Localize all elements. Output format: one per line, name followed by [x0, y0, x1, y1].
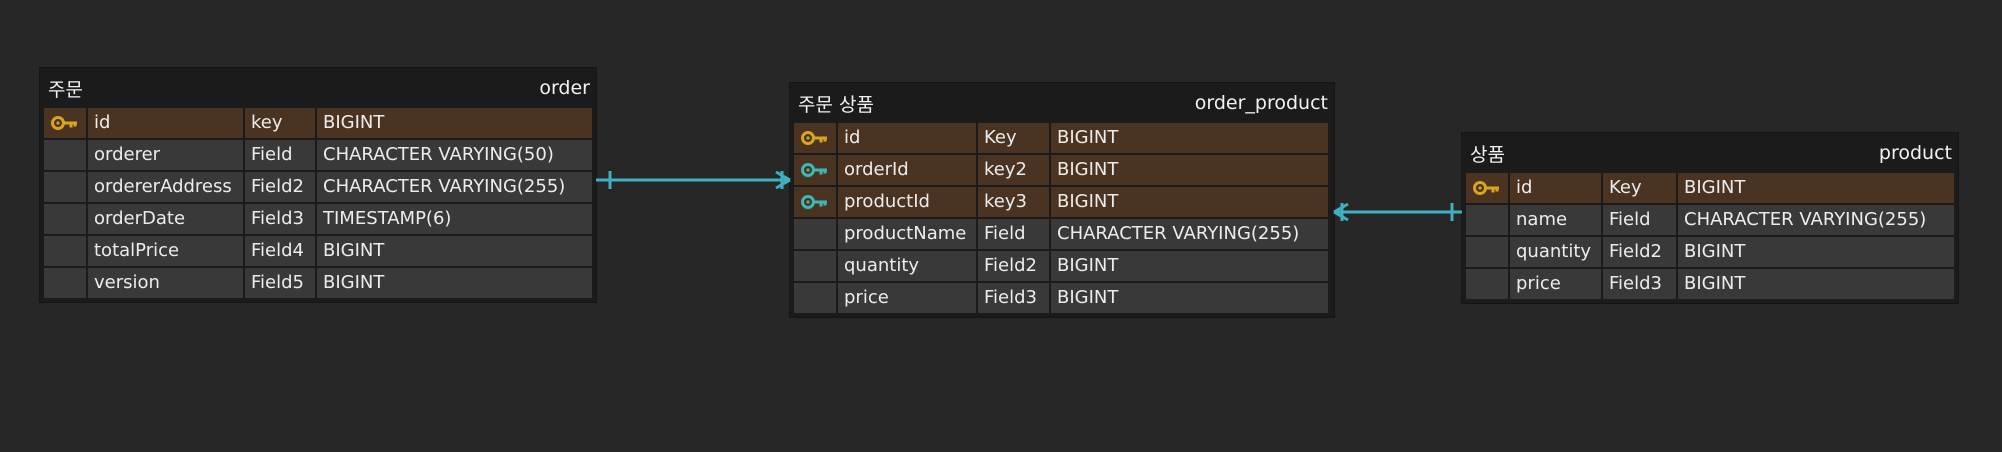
foreign-key-icon: [794, 187, 836, 217]
column-row[interactable]: orderDate Field3 TIMESTAMP(6): [44, 204, 592, 234]
key-icon-cell: [44, 268, 86, 298]
column-name: productId: [838, 187, 976, 217]
column-row[interactable]: orderId key2 BIGINT: [794, 155, 1330, 185]
column-field: Field3: [245, 204, 315, 234]
column-field: Field2: [245, 172, 315, 202]
entity-physical-name: order_product: [1194, 92, 1328, 114]
column-row[interactable]: orderer Field CHARACTER VARYING(50): [44, 140, 592, 170]
cardinality-many-mark: [775, 178, 791, 190]
column-type: BIGINT: [1051, 187, 1328, 217]
entity-physical-name: product: [1878, 142, 1952, 164]
column-row[interactable]: quantity Field2 BIGINT: [1466, 237, 1954, 267]
primary-key-icon: [44, 108, 86, 138]
column-field: key2: [978, 155, 1049, 185]
column-row[interactable]: quantity Field2 BIGINT: [794, 251, 1330, 281]
column-row[interactable]: name Field CHARACTER VARYING(255): [1466, 205, 1954, 235]
column-name: orderer: [88, 140, 243, 170]
column-field: Field4: [245, 236, 315, 266]
column-name: price: [838, 283, 976, 313]
entity-order[interactable]: 주문 order id key BIGINT orderer Field CHA…: [40, 68, 596, 302]
entity-product[interactable]: 상품 product id Key BIGINT name Field CHAR…: [1462, 133, 1958, 303]
column-name: id: [1510, 173, 1601, 203]
relation-order-product-to-product[interactable]: [1333, 202, 1462, 222]
column-type: BIGINT: [317, 236, 592, 266]
column-name: name: [1510, 205, 1601, 235]
key-icon-cell: [794, 219, 836, 249]
column-row[interactable]: productName Field CHARACTER VARYING(255): [794, 219, 1330, 249]
key-icon-cell: [794, 251, 836, 281]
entity-header[interactable]: 주문 order: [44, 68, 592, 108]
column-type: BIGINT: [1678, 269, 1954, 299]
column-type: BIGINT: [317, 108, 592, 138]
key-icon-cell: [1466, 269, 1508, 299]
cardinality-many-mark: [775, 170, 791, 182]
column-type: BIGINT: [1678, 237, 1954, 267]
column-name: id: [88, 108, 243, 138]
column-type: CHARACTER VARYING(255): [1678, 205, 1954, 235]
column-field: Field3: [1603, 269, 1676, 299]
column-field: Field5: [245, 268, 315, 298]
column-type: CHARACTER VARYING(255): [317, 172, 592, 202]
column-name: productName: [838, 219, 976, 249]
column-name: id: [838, 123, 976, 153]
key-icon-cell: [794, 283, 836, 313]
column-field: Key: [1603, 173, 1676, 203]
key-icon-cell: [44, 236, 86, 266]
column-row[interactable]: price Field3 BIGINT: [794, 283, 1330, 313]
column-field: Field: [978, 219, 1049, 249]
key-icon-cell: [1466, 205, 1508, 235]
column-type: CHARACTER VARYING(50): [317, 140, 592, 170]
column-row[interactable]: price Field3 BIGINT: [1466, 269, 1954, 299]
key-icon-cell: [44, 204, 86, 234]
cardinality-many-mark: [1333, 210, 1349, 222]
column-row[interactable]: totalPrice Field4 BIGINT: [44, 236, 592, 266]
column-type: BIGINT: [1051, 155, 1328, 185]
column-field: Field: [245, 140, 315, 170]
column-row[interactable]: ordererAddress Field2 CHARACTER VARYING(…: [44, 172, 592, 202]
key-icon-cell: [44, 140, 86, 170]
entity-order-product[interactable]: 주문 상품 order_product id Key BIGINT orderI…: [790, 83, 1334, 317]
column-field: Field2: [978, 251, 1049, 281]
column-field: key: [245, 108, 315, 138]
column-type: BIGINT: [1051, 123, 1328, 153]
column-type: BIGINT: [1051, 251, 1328, 281]
column-type: BIGINT: [1678, 173, 1954, 203]
column-row[interactable]: version Field5 BIGINT: [44, 268, 592, 298]
column-name: quantity: [1510, 237, 1601, 267]
entity-logical-name: 주문 상품: [798, 93, 874, 116]
column-name: version: [88, 268, 243, 298]
foreign-key-icon: [794, 155, 836, 185]
column-row[interactable]: productId key3 BIGINT: [794, 187, 1330, 217]
entity-physical-name: order: [539, 77, 590, 99]
column-type: CHARACTER VARYING(255): [1051, 219, 1328, 249]
column-name: orderDate: [88, 204, 243, 234]
primary-key-icon: [1466, 173, 1508, 203]
column-name: orderId: [838, 155, 976, 185]
column-name: ordererAddress: [88, 172, 243, 202]
column-name: price: [1510, 269, 1601, 299]
column-row[interactable]: id Key BIGINT: [794, 123, 1330, 153]
entity-header[interactable]: 주문 상품 order_product: [794, 83, 1330, 123]
column-field: Field2: [1603, 237, 1676, 267]
relation-order-to-order-product[interactable]: [596, 170, 791, 190]
key-icon-cell: [44, 172, 86, 202]
column-field: Field: [1603, 205, 1676, 235]
column-field: Key: [978, 123, 1049, 153]
column-name: quantity: [838, 251, 976, 281]
cardinality-many-mark: [1333, 202, 1349, 214]
key-icon-cell: [1466, 237, 1508, 267]
column-field: key3: [978, 187, 1049, 217]
column-name: totalPrice: [88, 236, 243, 266]
primary-key-icon: [794, 123, 836, 153]
column-type: TIMESTAMP(6): [317, 204, 592, 234]
entity-logical-name: 상품: [1470, 143, 1505, 166]
column-row[interactable]: id key BIGINT: [44, 108, 592, 138]
column-type: BIGINT: [317, 268, 592, 298]
column-row[interactable]: id Key BIGINT: [1466, 173, 1954, 203]
entity-header[interactable]: 상품 product: [1466, 133, 1954, 173]
column-type: BIGINT: [1051, 283, 1328, 313]
column-field: Field3: [978, 283, 1049, 313]
entity-logical-name: 주문: [48, 78, 83, 101]
